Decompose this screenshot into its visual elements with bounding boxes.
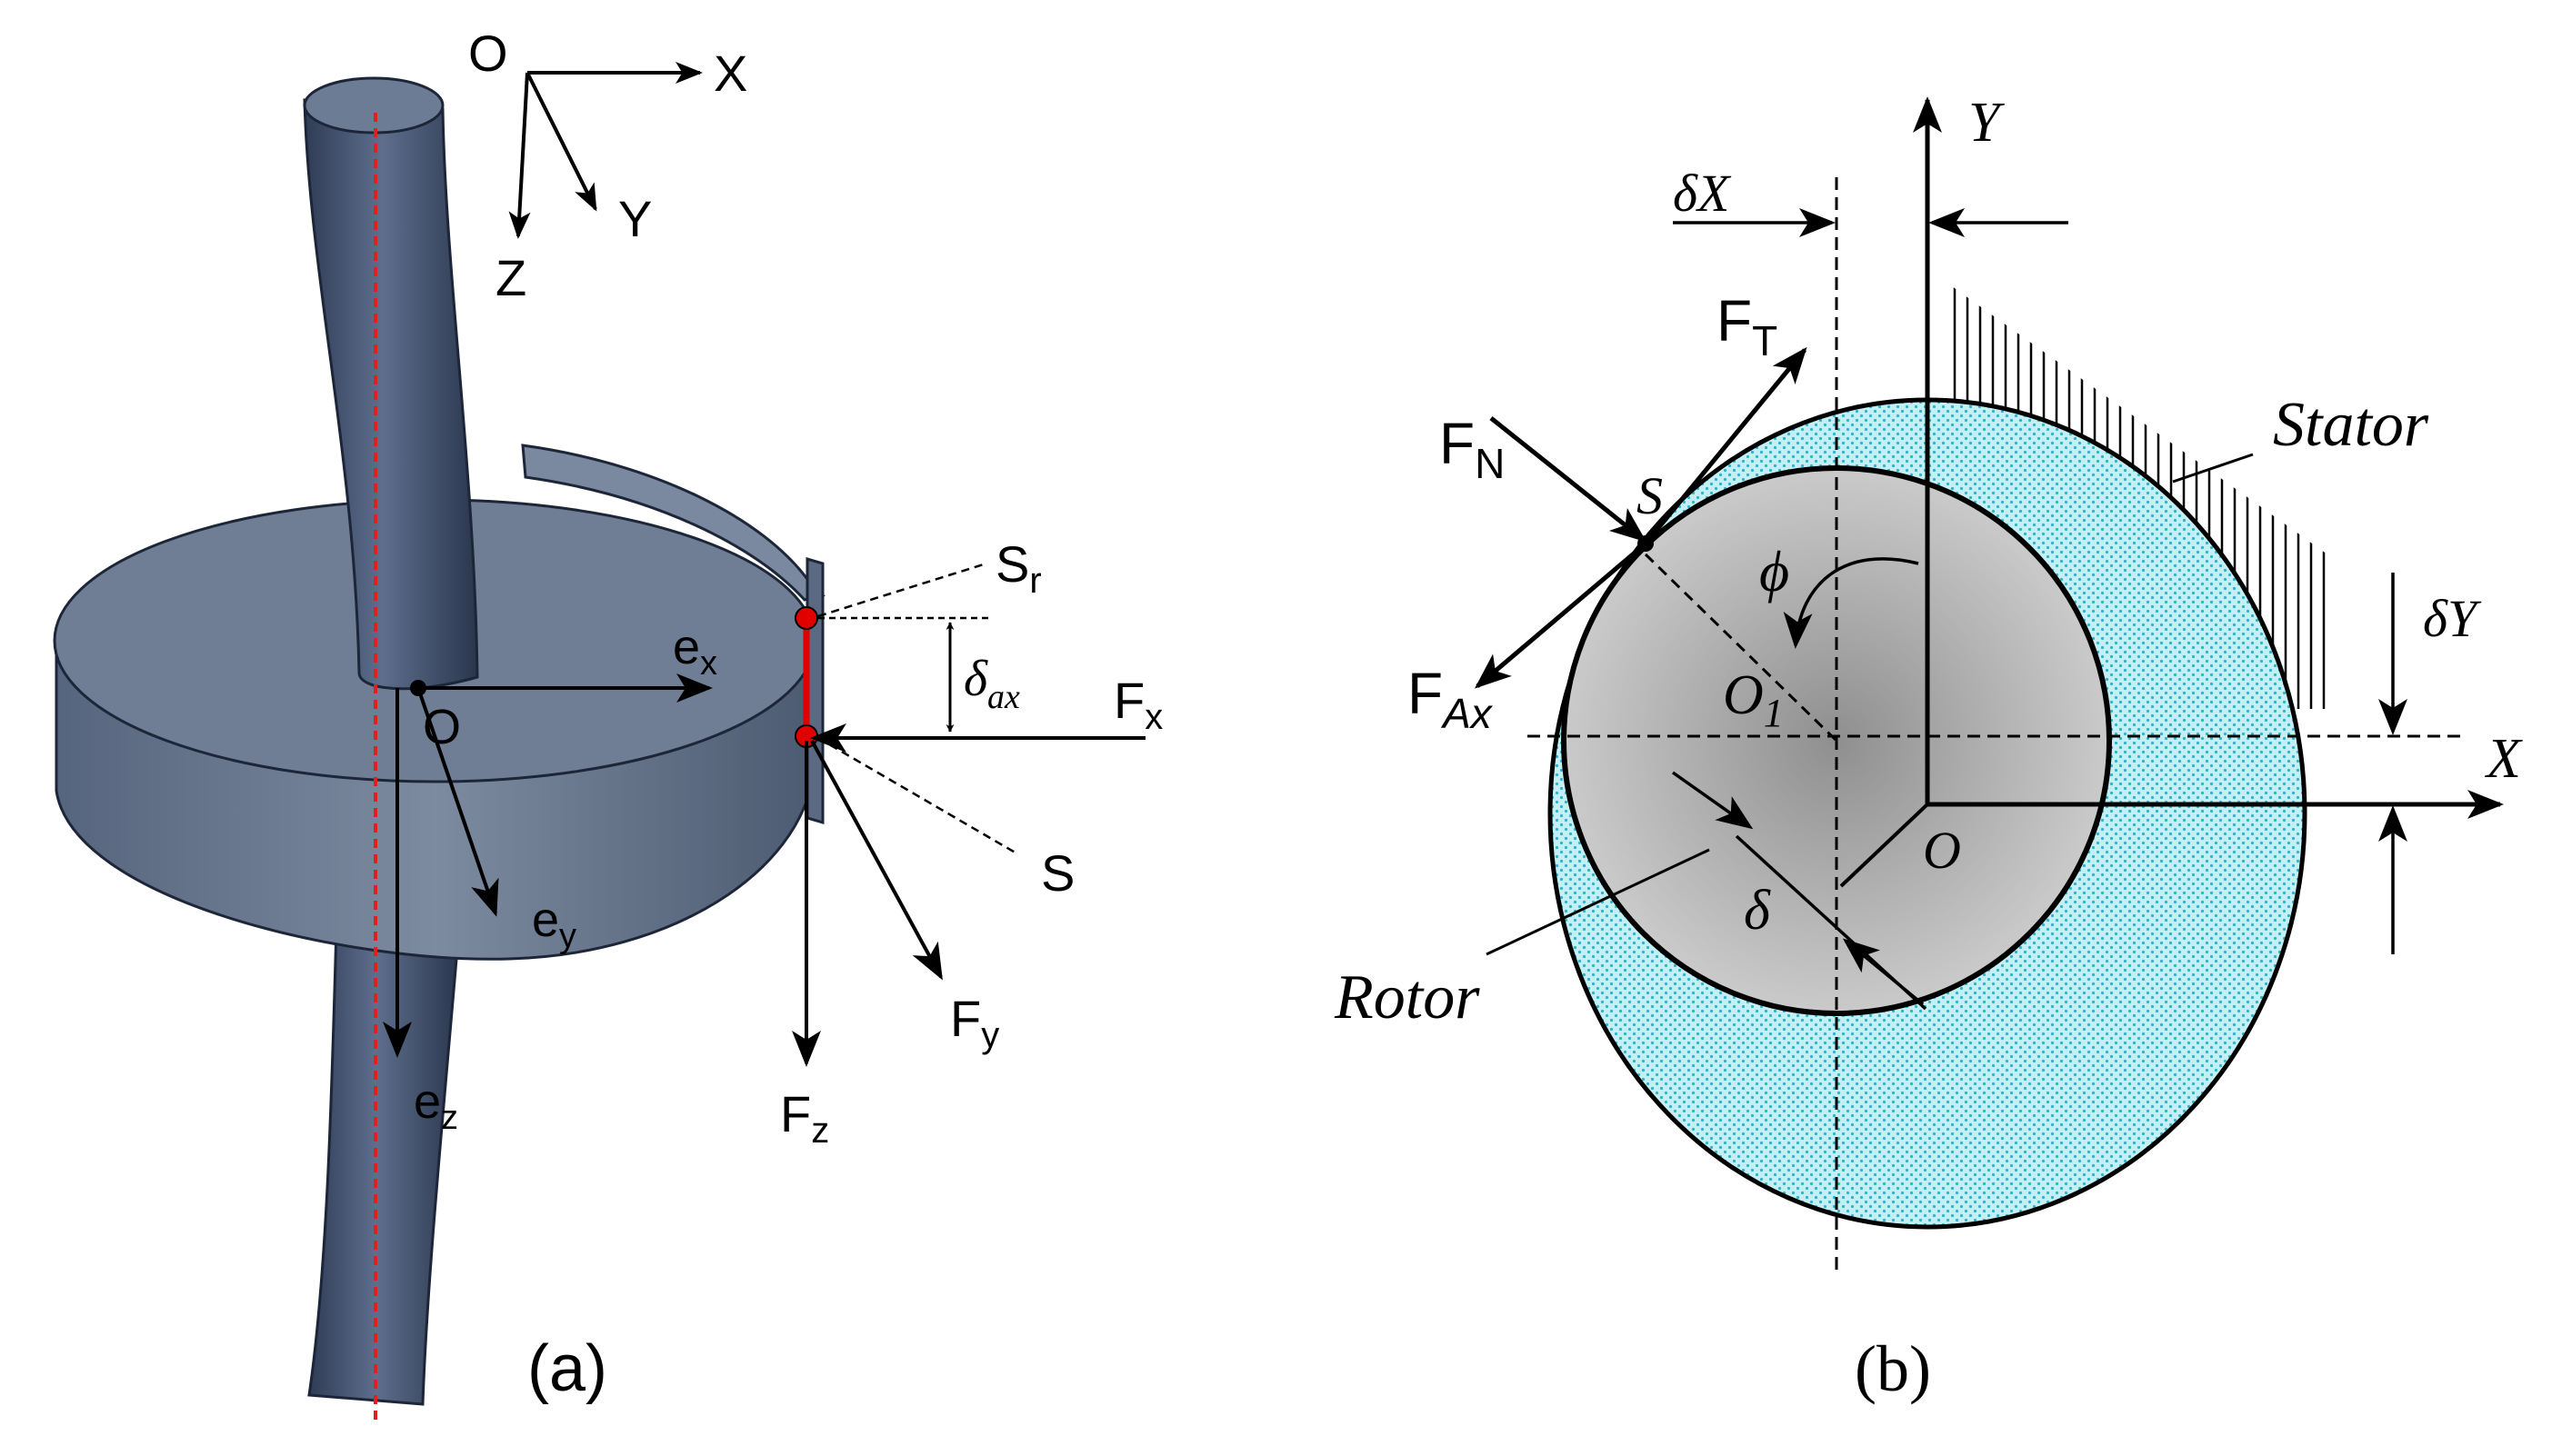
contact-label-s: S (1041, 844, 1075, 902)
offset-y-label: δY (2423, 589, 2482, 648)
contact-forces: Sr S δax Fx Fy Fz (780, 535, 1163, 1151)
force-label-fn: FN (1439, 411, 1505, 487)
contact-label-sr: Sr (996, 535, 1042, 601)
gap-label: δax (964, 651, 1020, 716)
angle-arc (1783, 557, 1919, 649)
force-label-fy: Fy (950, 990, 999, 1055)
force-label-ft: FT (1716, 288, 1777, 364)
caption-a: (a) (527, 1332, 607, 1405)
unit-vector-ez: ez (414, 1074, 458, 1137)
global-x-label: X (714, 45, 747, 102)
global-origin-label: O (468, 25, 508, 82)
global-axes: O X Y Z (468, 25, 747, 306)
contact-label: S (1636, 466, 1663, 525)
upper-shaft-end (303, 76, 445, 135)
axis-x-label: X (2484, 728, 2523, 790)
panel-a: O X Y Z O ex ey ez Sr (53, 25, 1163, 1422)
unit-vectors: O ex ey ez (383, 620, 717, 1137)
force-label-fz: Fz (780, 1085, 829, 1151)
axis-y-label: Y (1968, 92, 2005, 154)
rotor-center-label: O1 (1723, 664, 1784, 735)
stator-shell-front (806, 556, 825, 825)
upper-shaft (303, 98, 479, 691)
global-y-label: Y (618, 190, 652, 247)
global-z-label: Z (495, 249, 526, 306)
stator-center-label: O (1923, 821, 1961, 880)
panel-b: Y X O δX δY Stator Rotor δ ϕ O1 S (1334, 92, 2523, 1405)
stator-label: Stator (2273, 390, 2429, 460)
clearance-label: δ (1744, 880, 1771, 942)
lower-shaft (307, 925, 461, 1406)
unit-vector-ey: ey (532, 893, 576, 955)
force-label-fax: FAx (1407, 661, 1494, 737)
offset-x-label: δX (1673, 164, 1732, 223)
caption-b: (b) (1855, 1332, 1931, 1405)
unit-vector-ex: ex (673, 620, 717, 683)
rotor-label: Rotor (1334, 962, 1480, 1032)
contact-point-sr (795, 606, 818, 630)
angle-label: ϕ (1759, 539, 1789, 603)
disk-origin-label: O (423, 700, 461, 754)
force-label-fx: Fx (1114, 672, 1163, 737)
